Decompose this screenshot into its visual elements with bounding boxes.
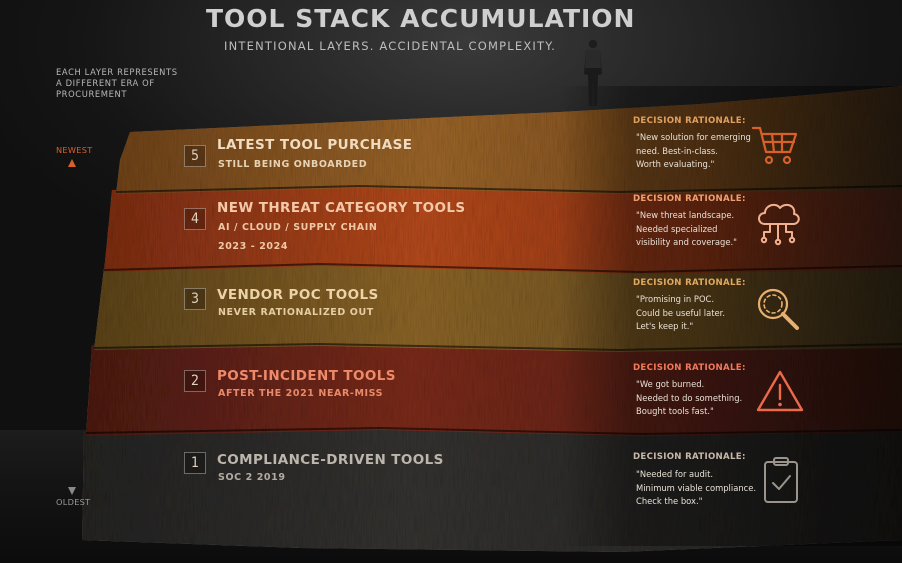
axis-label-newest: NEWEST [56,145,93,155]
layer-subtitle: SOC 2 2019 [218,472,286,483]
page-title: TOOL STACK ACCUMULATION [206,4,636,33]
decision-quote: "Promising in POC. Could be useful later… [636,294,726,331]
page-subtitle: INTENTIONAL LAYERS. ACCIDENTAL COMPLEXIT… [224,39,556,53]
layer-subtitle: AI / CLOUD / SUPPLY CHAIN [218,222,378,233]
layer-era-note: EACH LAYER REPRESENTS A DIFFERENT ERA OF… [56,67,178,99]
layer-number: 5 [184,145,206,167]
clipboard-check-icon [764,457,798,503]
decision-quote: "We got burned. Needed to do something. … [636,379,743,416]
shopping-cart-icon [751,126,798,165]
decision-quote: "New threat landscape. Needed specialize… [636,210,737,247]
layer-subtitle-date: 2023 - 2024 [218,241,289,252]
decision-rationale-label: DECISION RATIONALE: [633,452,746,462]
layer-subtitle: STILL BEING ONBOARDED [218,159,368,170]
decision-rationale-label: DECISION RATIONALE: [633,363,746,373]
layer-subtitle: NEVER RATIONALIZED OUT [218,307,374,318]
layer-title: NEW THREAT CATEGORY TOOLS [217,200,466,216]
decision-quote: "Needed for audit. Minimum viable compli… [636,469,757,506]
warning-triangle-icon [756,370,804,412]
layer-title: COMPLIANCE-DRIVEN TOOLS [217,452,444,468]
decision-rationale-label: DECISION RATIONALE: [633,116,746,126]
decision-rationale-label: DECISION RATIONALE: [633,194,746,204]
layer-number: 4 [184,208,206,230]
layer-number: 2 [184,370,206,392]
layer-title: POST-INCIDENT TOOLS [217,368,396,384]
magnifier-icon [757,288,799,330]
time-axis-arrow [68,159,76,495]
cloud-network-icon [758,203,800,246]
layer-number: 3 [184,288,206,310]
decision-quote: "New solution for emerging need. Best-in… [636,132,751,169]
layer-title: LATEST TOOL PURCHASE [217,137,413,153]
layer-title: VENDOR POC TOOLS [217,287,379,303]
decision-rationale-label: DECISION RATIONALE: [633,278,746,288]
person-silhouette [584,39,602,106]
layer-subtitle: AFTER THE 2021 NEAR-MISS [218,388,384,399]
layer-number: 1 [184,452,206,474]
axis-label-oldest: OLDEST [56,497,91,507]
